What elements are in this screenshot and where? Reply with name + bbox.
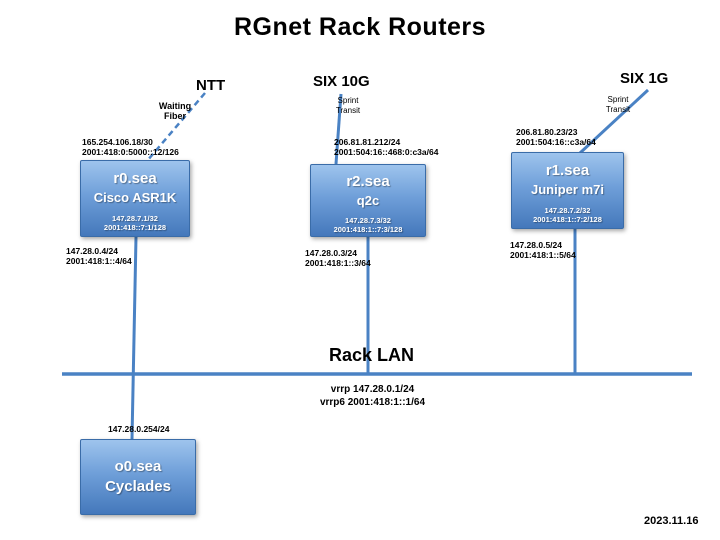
six-1g-uplink-line bbox=[578, 88, 650, 155]
vrrp-ipv4: vrrp 147.28.0.1/24 bbox=[330, 384, 415, 395]
router-model: Cisco ASR1K bbox=[93, 190, 177, 205]
vrrp-ipv6: vrrp6 2001:418:1::1/64 bbox=[319, 397, 426, 408]
date-label: 2023.11.16 bbox=[644, 515, 699, 527]
r1-lan-ipv4: 147.28.0.5/24 bbox=[510, 240, 562, 250]
r0-wan-ip-label: 165.254.106.18/30 2001:418:0:5000::12/12… bbox=[82, 137, 179, 157]
r0-wan-ipv6: 2001:418:0:5000::12/126 bbox=[82, 147, 179, 157]
router-model: q2c bbox=[356, 193, 380, 208]
router-model: Juniper m7i bbox=[531, 182, 604, 197]
r2-lan-ip-label: 147.28.0.3/24 2001:418:1::3/64 bbox=[305, 248, 371, 268]
router-box-r0: r0.sea Cisco ASR1K 147.28.7.1/32 2001:41… bbox=[80, 160, 190, 237]
router-box-r2: r2.sea q2c 147.28.7.3/32 2001:418:1::7:3… bbox=[310, 164, 426, 237]
r1-wan-ipv6: 2001:504:16::c3a/64 bbox=[516, 137, 596, 147]
r0-lan-ipv6: 2001:418:1::4/64 bbox=[66, 256, 132, 266]
console-box-o0: o0.sea Cyclades bbox=[80, 439, 196, 515]
diagram-title: RGnet Rack Routers bbox=[233, 13, 487, 41]
r2-wan-ip-label: 206.81.81.212/24 2001:504:16::468:0:c3a/… bbox=[334, 137, 438, 157]
six-10g-uplink-label: SIX 10G bbox=[313, 73, 370, 90]
router-loopback-ipv4: 147.28.7.3/32 bbox=[345, 216, 391, 225]
r0-to-rack-lan-and-console-line bbox=[130, 236, 138, 440]
six-1g-sprint-transit-note: Sprint Transit bbox=[605, 95, 631, 114]
r0-lan-ipv4: 147.28.0.4/24 bbox=[66, 246, 118, 256]
six-1g-uplink-label: SIX 1G bbox=[620, 70, 669, 87]
r0-wan-ipv4: 165.254.106.18/30 bbox=[82, 137, 153, 147]
console-name: o0.sea bbox=[114, 458, 162, 475]
r1-wan-ip-label: 206.81.80.23/23 2001:504:16::c3a/64 bbox=[516, 127, 596, 147]
r2-wan-ipv4: 206.81.81.212/24 bbox=[334, 137, 401, 147]
r2-lan-ipv6: 2001:418:1::3/64 bbox=[305, 258, 371, 268]
console-lan-ip-label: 147.28.0.254/24 bbox=[108, 424, 170, 434]
router-loopback-ipv6: 2001:418:1::7:3/128 bbox=[333, 225, 403, 234]
router-name: r0.sea bbox=[113, 170, 157, 187]
r2-lan-ipv4: 147.28.0.3/24 bbox=[305, 248, 357, 258]
vrrp-label: vrrp 147.28.0.1/24 vrrp6 2001:418:1::1/6… bbox=[275, 383, 470, 409]
ntt-waiting-fiber-note: Waiting Fiber bbox=[158, 101, 192, 121]
router-box-r1: r1.sea Juniper m7i 147.28.7.2/32 2001:41… bbox=[511, 152, 624, 229]
r2-wan-ipv6: 2001:504:16::468:0:c3a/64 bbox=[334, 147, 439, 157]
ntt-uplink-label: NTT bbox=[196, 77, 226, 94]
six-10g-uplink-line bbox=[334, 93, 343, 165]
ntt-waiting-fiber-line bbox=[146, 92, 206, 162]
r0-lan-ip-label: 147.28.0.4/24 2001:418:1::4/64 bbox=[66, 246, 132, 266]
six-10g-sprint-transit-note: Sprint Transit bbox=[335, 96, 361, 115]
router-loopback-ipv4: 147.28.7.2/32 bbox=[544, 206, 591, 215]
rack-lan-label: Rack LAN bbox=[329, 345, 415, 365]
router-name: r1.sea bbox=[545, 162, 590, 179]
router-name: r2.sea bbox=[346, 173, 390, 190]
r1-lan-ipv6: 2001:418:1::5/64 bbox=[510, 250, 576, 260]
console-model: Cyclades bbox=[105, 478, 171, 495]
router-loopback-ipv6: 2001:418::7:1/128 bbox=[103, 223, 167, 232]
router-loopback-ipv6: 2001:418:1::7:2/128 bbox=[533, 215, 602, 224]
r1-lan-ip-label: 147.28.0.5/24 2001:418:1::5/64 bbox=[510, 240, 576, 260]
router-loopback-ipv4: 147.28.7.1/32 bbox=[112, 214, 158, 223]
r1-wan-ipv4: 206.81.80.23/23 bbox=[516, 127, 578, 137]
